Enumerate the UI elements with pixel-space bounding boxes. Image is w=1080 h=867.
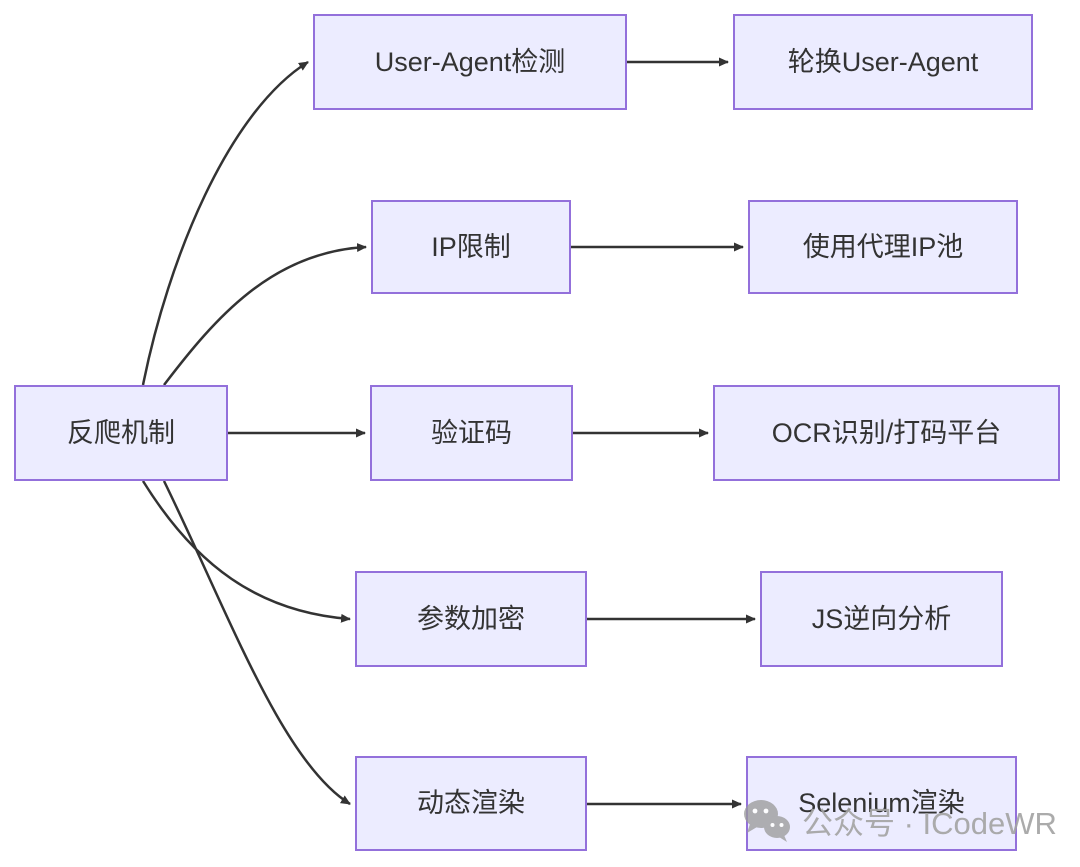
watermark-text: 公众号 · ICodeWR	[802, 806, 1057, 841]
node-solution-selenium-render: Selenium渲染	[746, 756, 1017, 851]
node-solution-proxy-ip-pool: 使用代理IP池	[748, 200, 1018, 294]
node-mechanism-param-encrypt: 参数加密	[355, 571, 587, 667]
node-label: IP限制	[431, 231, 511, 262]
node-label: Selenium渲染	[798, 788, 965, 819]
node-solution-ocr-platform: OCR识别/打码平台	[713, 385, 1060, 481]
node-label: 参数加密	[417, 603, 525, 634]
node-mechanism-dynamic-render: 动态渲染	[355, 756, 587, 851]
node-label: 轮换User-Agent	[787, 46, 979, 77]
node-mechanism-captcha: 验证码	[370, 385, 573, 481]
node-root-anti-crawl: 反爬机制	[14, 385, 228, 481]
node-solution-rotate-user-agent: 轮换User-Agent	[733, 14, 1033, 110]
node-solution-js-reverse: JS逆向分析	[760, 571, 1003, 667]
node-mechanism-ip-limit: IP限制	[371, 200, 571, 294]
node-label: JS逆向分析	[811, 603, 952, 634]
edge-root-to-ip-limit	[163, 242, 367, 386]
edge-root-to-dynamic-render	[162, 480, 351, 806]
node-label: 使用代理IP池	[802, 231, 964, 262]
edge-root-to-user-agent-detect	[141, 60, 309, 386]
watermark: 公众号 · ICodeWR	[742, 798, 1057, 843]
node-label: 反爬机制	[67, 417, 175, 448]
node-label: 验证码	[431, 417, 512, 448]
node-label: OCR识别/打码平台	[771, 417, 1002, 448]
edge-root-to-param-encrypt	[141, 480, 351, 623]
wechat-icon	[742, 799, 792, 843]
node-mechanism-user-agent-detect: User-Agent检测	[313, 14, 627, 110]
node-label: 动态渲染	[417, 788, 525, 819]
node-label: User-Agent检测	[374, 46, 566, 77]
